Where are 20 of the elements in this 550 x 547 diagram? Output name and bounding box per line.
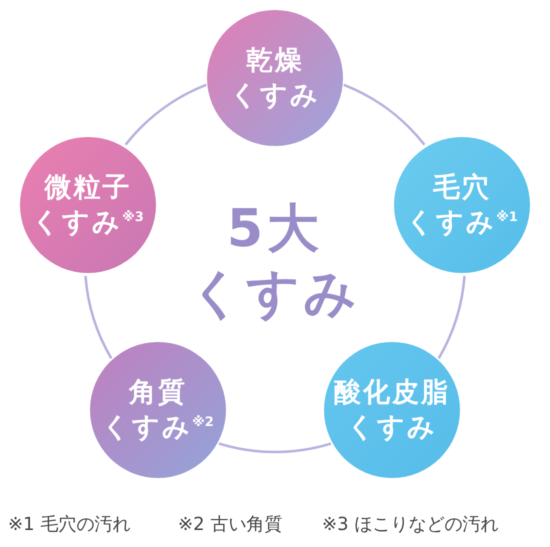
circle-heading: 微粒子 — [44, 170, 132, 205]
center-title: 5大 — [226, 198, 324, 261]
connector-arc — [218, 442, 332, 453]
circle-label: くすみ — [230, 79, 320, 113]
connector-arc — [124, 84, 207, 146]
footnote: ※2 古い角質 — [178, 513, 282, 536]
circle-heading: 角質 — [129, 376, 187, 410]
footnote: ※1 毛穴の汚れ — [8, 513, 130, 536]
circle-label: くすみ — [347, 411, 437, 445]
center-title: くすみ — [190, 263, 360, 326]
circle-label: くすみ$^{※1}$ — [406, 206, 518, 240]
circle-heading: 酸化皮脂 — [334, 376, 450, 410]
connector-arc — [84, 276, 112, 359]
circle-heading: 毛穴 — [433, 170, 491, 205]
connector-arc — [343, 84, 426, 146]
connector-arc — [438, 276, 466, 359]
circle-label: くすみ$^{※2}$ — [102, 411, 214, 445]
circle-label: くすみ$^{※3}$ — [32, 206, 144, 240]
circle-heading: 乾燥 — [246, 44, 304, 78]
footnote: ※3 ほこりなどの汚れ — [322, 513, 498, 536]
